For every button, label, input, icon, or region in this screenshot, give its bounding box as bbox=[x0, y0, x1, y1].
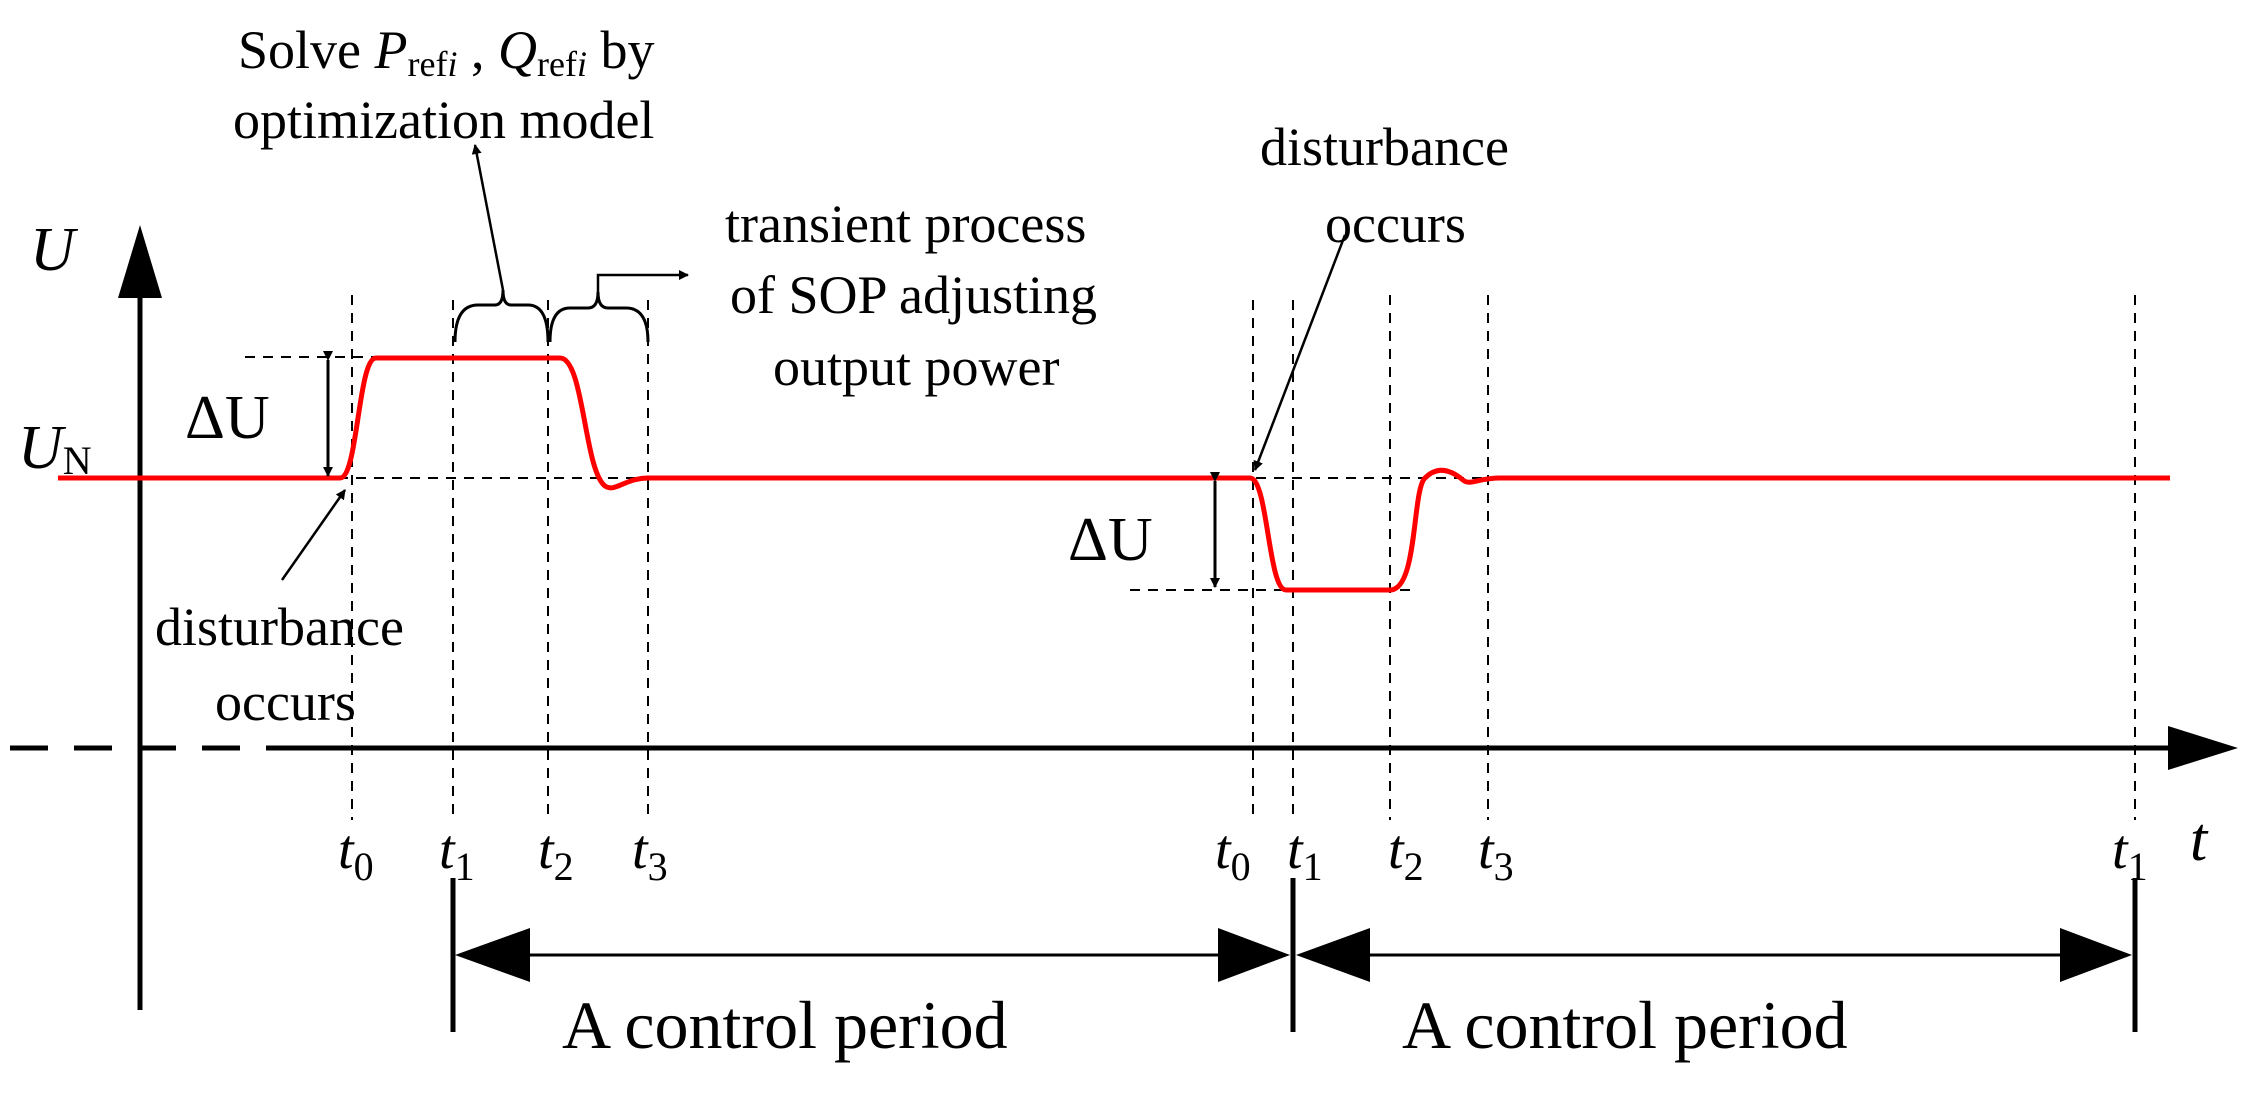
period-1-left-arrow-icon bbox=[455, 928, 530, 982]
disturbance-label-1-line1: disturbance bbox=[155, 597, 404, 657]
nominal-voltage-label: UN bbox=[18, 414, 92, 483]
y-axis bbox=[118, 225, 162, 1010]
y-axis-arrow-icon bbox=[118, 225, 162, 298]
disturbance-pointer-2 bbox=[1253, 234, 1347, 471]
transient-label-line3: output power bbox=[773, 337, 1059, 397]
period-2-right-arrow-icon bbox=[2060, 928, 2132, 982]
tick-t0-b: t0 bbox=[1215, 819, 1251, 889]
transient-label-line2: of SOP adjusting bbox=[730, 265, 1097, 325]
time-guides bbox=[351, 295, 2136, 820]
tick-t2-b: t2 bbox=[1388, 819, 1424, 889]
optimization-label-line2: optimization model bbox=[233, 90, 654, 150]
control-period-1 bbox=[450, 878, 1296, 1032]
tick-t1-b: t1 bbox=[1287, 819, 1323, 889]
x-axis-label: t bbox=[2190, 806, 2209, 874]
control-period-label-1: A control period bbox=[562, 987, 1008, 1063]
control-period-2 bbox=[1296, 878, 2138, 1032]
voltage-waveform bbox=[58, 355, 2170, 593]
tick-t3-b: t3 bbox=[1478, 819, 1514, 889]
control-period-label-2: A control period bbox=[1402, 987, 1848, 1063]
x-axis bbox=[10, 726, 2238, 770]
delta-u-label-drop: ΔU bbox=[1068, 506, 1153, 574]
y-axis-label: U bbox=[30, 216, 79, 284]
tick-t1-c: t1 bbox=[2112, 819, 2148, 889]
transient-label-line1: transient process bbox=[725, 194, 1086, 254]
tick-t2-a: t2 bbox=[538, 819, 574, 889]
disturbance-label-2-line1: disturbance bbox=[1260, 117, 1509, 177]
period-2-left-arrow-icon bbox=[1296, 928, 1370, 982]
delta-u-label-rise: ΔU bbox=[185, 384, 270, 452]
optimization-label-line1: Solve Prefi , Qrefi by bbox=[238, 20, 654, 84]
tick-t1-a: t1 bbox=[439, 819, 475, 889]
period-1-right-arrow-icon bbox=[1218, 928, 1290, 982]
tick-t0-a: t0 bbox=[338, 819, 374, 889]
disturbance-pointer-1 bbox=[280, 489, 347, 581]
disturbance-label-1-line2: occurs bbox=[215, 672, 356, 732]
disturbance-label-2-line2: occurs bbox=[1325, 194, 1466, 254]
tick-t3-a: t3 bbox=[632, 819, 668, 889]
time-tick-labels: t0 t1 t2 t3 t0 t1 t2 t3 t1 bbox=[338, 819, 2148, 889]
x-axis-arrow-icon bbox=[2168, 726, 2238, 770]
transient-brace bbox=[548, 270, 689, 343]
optimization-brace bbox=[453, 144, 550, 343]
